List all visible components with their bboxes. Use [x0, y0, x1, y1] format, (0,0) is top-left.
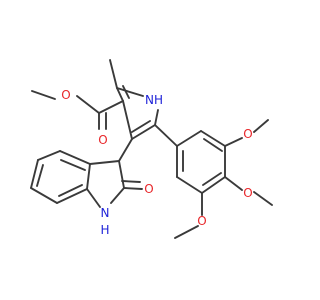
- methoxy-mid-oxygen-label: O: [243, 186, 252, 200]
- carbonyl-oxygen-label: O: [98, 133, 107, 147]
- bond-lines: [30, 59, 273, 239]
- lactam-oxygen-label: O: [144, 182, 153, 196]
- methoxy-bottom-oxygen-label: O: [197, 214, 206, 228]
- indole-hydrogen-label: H: [100, 223, 109, 237]
- methoxy-top-oxygen-label: O: [243, 127, 252, 141]
- indole-nitrogen-label: N: [101, 206, 110, 220]
- molecule-structure: O O NH O N H O O O: [30, 59, 273, 239]
- ester-oxygen-label: O: [61, 88, 70, 102]
- pyrrole-nh-label: NH: [145, 93, 163, 107]
